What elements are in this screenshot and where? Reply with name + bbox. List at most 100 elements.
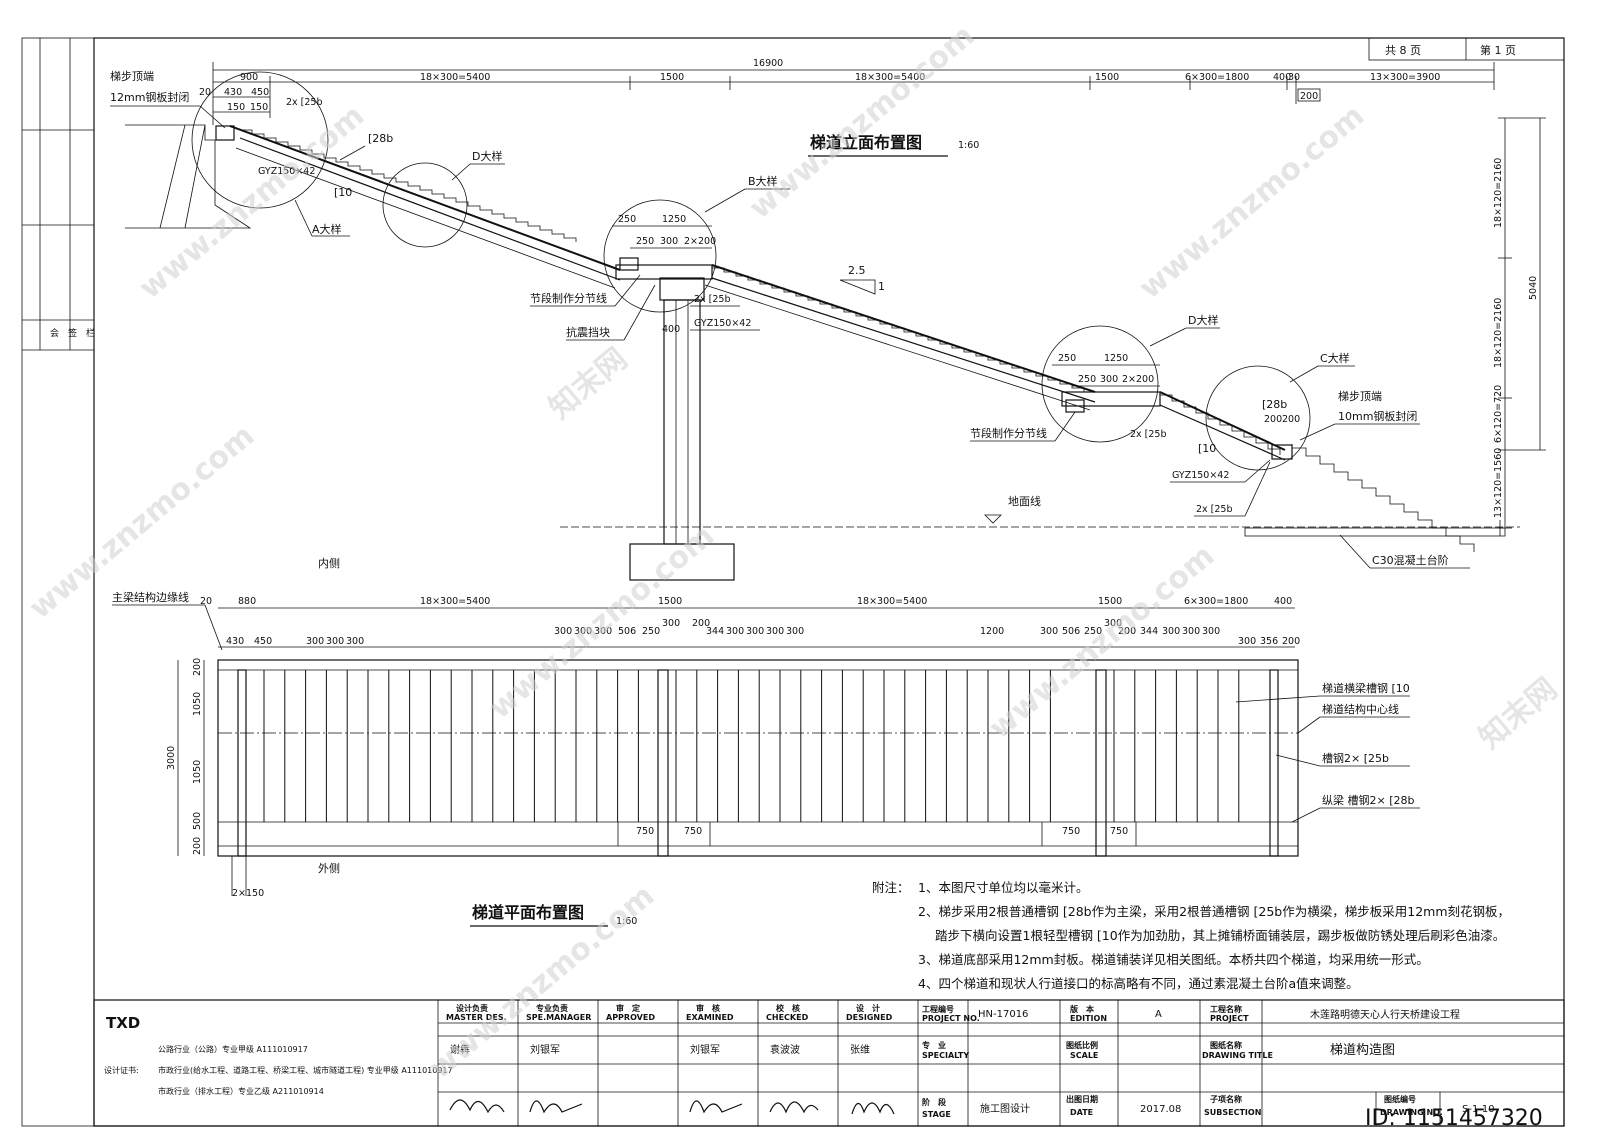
channel-label: [28b: [1262, 398, 1287, 411]
role-label: 校 核: [776, 1003, 800, 1013]
stair-plan-outline: [217, 659, 1299, 857]
plan-callout: 槽钢2× [25b: [1322, 752, 1389, 765]
tb-label: 工程编号: [922, 1004, 954, 1014]
channel-label: 2x [25b: [1196, 504, 1233, 515]
tb-label: EDITION: [1070, 1014, 1107, 1023]
plan-dim: 18×300=5400: [857, 596, 927, 607]
tb-label: 图纸编号: [1384, 1094, 1416, 1104]
detail-dim: 250: [1078, 374, 1096, 385]
detail-dim: 400: [662, 324, 680, 335]
tb-label: SUBSECTION: [1204, 1108, 1261, 1117]
plan-dim: 750: [636, 826, 654, 837]
tb-label: DATE: [1070, 1108, 1093, 1117]
plan-dim: 200: [1118, 626, 1136, 637]
left-top-note: 梯步顶端: [110, 70, 154, 83]
dim-top: 6×300=1800: [1185, 72, 1249, 83]
plan-dim: 300: [1238, 636, 1256, 647]
plan-dim: 1200: [980, 626, 1004, 637]
dim-top: 1500: [660, 72, 684, 83]
side-strip-label: 会 签 栏: [50, 327, 95, 339]
cert-line: 公路行业（公路）专业甲级 A111010917: [158, 1044, 308, 1054]
signature: [449, 1099, 505, 1114]
ground-label: 地面线: [1008, 494, 1041, 508]
plan-vdim: 500: [192, 812, 203, 830]
plan-dim: 250: [1084, 626, 1102, 637]
plan-dim: 250: [642, 626, 660, 637]
plan-dim: 356: [1260, 636, 1278, 647]
watermark-text: www.znzmo.com: [1133, 98, 1371, 306]
plan-dim: 300: [1040, 626, 1058, 637]
signer-name: 谢犇: [450, 1043, 470, 1056]
dim-top: 18×300=5400: [855, 72, 925, 83]
plan-dim: 200: [1282, 636, 1300, 647]
detail-dim: 250: [1058, 353, 1076, 364]
page-box: [1368, 37, 1565, 61]
plan-view: 内侧 外侧 主梁结构边缘线 20 880 18×300=5400 1500 18…: [112, 556, 1420, 927]
detail-circle-a: [191, 71, 329, 209]
plan-dim: 300: [1202, 626, 1220, 637]
note-line: 踏步下横向设置1根轻型槽钢 [10作为加劲肋，其上摊铺桥面铺装层，踢步板做防锈处…: [935, 928, 1505, 943]
dim-total: 16900: [753, 58, 783, 69]
detail-dim: 300: [660, 236, 678, 247]
channel-label: [10: [334, 186, 352, 199]
edge-label: 主梁结构边缘线: [112, 590, 189, 604]
channel-label: [10: [1198, 442, 1216, 455]
tb-label: STAGE: [922, 1110, 951, 1119]
plan-dim: 750: [1110, 826, 1128, 837]
plan-dim: 750: [684, 826, 702, 837]
plan-vdim: 200: [192, 837, 203, 855]
dim-top: 13×300=3900: [1370, 72, 1440, 83]
role-label-en: MASTER DES.: [446, 1013, 507, 1022]
watermark-text: www.znzmo.com: [133, 98, 371, 306]
plan-callout: 梯道横梁槽钢 [10: [1322, 681, 1410, 695]
dim-top: 18×300=5400: [420, 72, 490, 83]
right-top-note: 梯步顶端: [1338, 390, 1382, 403]
channel-label: 2x [25b: [1130, 429, 1167, 440]
elevation-title: 梯道立面布置图: [810, 133, 922, 152]
drawing-title: 梯道构造图: [1330, 1043, 1395, 1058]
dim-small: 150: [227, 102, 245, 113]
plan-dim: 300: [574, 626, 592, 637]
detail-dim: 250: [618, 214, 636, 225]
plan-dim: 506: [618, 626, 636, 637]
project-name: 木莲路明德天心人行天桥建设工程: [1310, 1008, 1460, 1021]
plan-dim: 300: [554, 626, 572, 637]
signature: [689, 1100, 743, 1114]
bearing-label: GYZ150×42: [1172, 470, 1229, 481]
date-value: 2017.08: [1140, 1104, 1181, 1115]
signer-name: 张维: [850, 1043, 870, 1056]
signature: [851, 1102, 895, 1115]
plan-dim: 20: [200, 596, 212, 607]
plan-scale: 1:60: [616, 916, 637, 927]
detail-dim: 2×200: [684, 236, 716, 247]
plan-dim: 300: [766, 626, 784, 637]
tb-label: DRAWING NO.: [1380, 1108, 1443, 1117]
cert-line: 市政行业(给水工程、道路工程、桥梁工程、城市隧道工程) 专业甲级 A111010…: [158, 1065, 453, 1075]
dim-top: 1500: [1095, 72, 1119, 83]
plan-dim: 300: [1104, 618, 1122, 629]
plan-vdim: 1050: [192, 692, 203, 716]
role-label-en: EXAMINED: [686, 1013, 734, 1022]
dim-small: 450: [251, 87, 269, 98]
watermark-text: 知末网: [1473, 671, 1564, 756]
cert-line: 市政行业（排水工程）专业乙级 A211010914: [158, 1086, 324, 1096]
slope-value: 2.5: [848, 264, 866, 277]
plan-callout: 梯道结构中心线: [1322, 702, 1399, 716]
role-label: 设 计: [856, 1003, 880, 1013]
role-label-en: DESIGNED: [846, 1013, 893, 1022]
detail-circle-d2: [1041, 325, 1159, 443]
vertical-dim: 18×120=2160: [1493, 158, 1504, 228]
page-number: 第 1 页: [1480, 43, 1516, 57]
plan-dim: 450: [254, 636, 272, 647]
plan-dim: 300: [306, 636, 324, 647]
plan-dim: 6×300=1800: [1184, 596, 1248, 607]
page-count: 共 8 页: [1385, 44, 1421, 57]
plan-vdim: 1050: [192, 760, 203, 784]
left-top-note: 12mm钢板封闭: [110, 90, 189, 104]
tread-lines: [263, 670, 1240, 822]
plan-dim: 300: [326, 636, 344, 647]
detail-label-d: D大样: [1188, 313, 1218, 327]
dim-top: 900: [240, 72, 258, 83]
detail-dim: 200: [1282, 414, 1300, 425]
